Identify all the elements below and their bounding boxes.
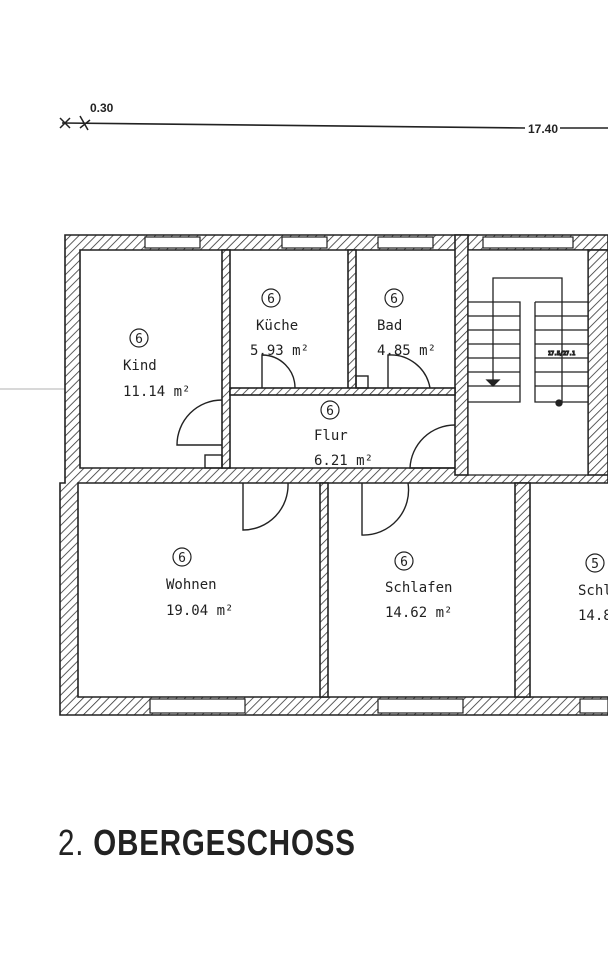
floor-title: 2. OBERGESCHOSS [58, 822, 356, 864]
room-area: 19.04 m² [166, 603, 233, 619]
room-name: Schlafen [385, 580, 452, 596]
room-count: 5 [591, 557, 599, 572]
floor-number: 2. [58, 822, 85, 863]
room-count: 6 [326, 404, 334, 419]
dimension-line: 0.30 17.40 [59, 101, 608, 136]
stair-note: 17.5/27.1 [548, 351, 575, 357]
room-area: 6.21 m² [314, 453, 373, 469]
walls [59, 234, 608, 716]
room-count: 6 [267, 292, 275, 307]
room-flur: 6 Flur 6.21 m² [314, 400, 373, 469]
room-area: 5.93 m² [250, 343, 309, 359]
room-area: 11.14 m² [123, 384, 190, 400]
room-name: Küche [256, 318, 298, 334]
room-count: 6 [400, 555, 408, 570]
room-schlafen: 6 Schlafen 14.62 m² [385, 551, 452, 621]
room-name: Kind [123, 358, 157, 374]
room-name: Bad [377, 318, 402, 334]
floor-name: OBERGESCHOSS [93, 822, 356, 863]
room-kueche: 6 Küche 5.93 m² [250, 288, 309, 359]
dimension-total: 17.40 [528, 122, 558, 136]
room-count: 6 [178, 551, 186, 566]
room-area: 14.62 m² [385, 605, 452, 621]
room-count: 6 [390, 292, 398, 307]
windows [144, 236, 608, 714]
room-kind: 6 Kind 11.14 m² [123, 328, 190, 400]
room-name: Wohnen [166, 577, 217, 593]
doors [176, 354, 456, 536]
room-name: Flur [314, 428, 348, 444]
dimension-offset: 0.30 [90, 101, 114, 115]
room-area: 14.8 [578, 608, 608, 624]
room-area: 4.85 m² [377, 343, 436, 359]
staircase: 17.5/27.1 [467, 249, 589, 476]
room-schlafen-2: 5 Schl 14.8 [578, 553, 608, 624]
room-name: Schl [578, 583, 608, 599]
room-wohnen: 6 Wohnen 19.04 m² [166, 547, 233, 619]
room-count: 6 [135, 332, 143, 347]
room-bad: 6 Bad 4.85 m² [377, 288, 436, 359]
